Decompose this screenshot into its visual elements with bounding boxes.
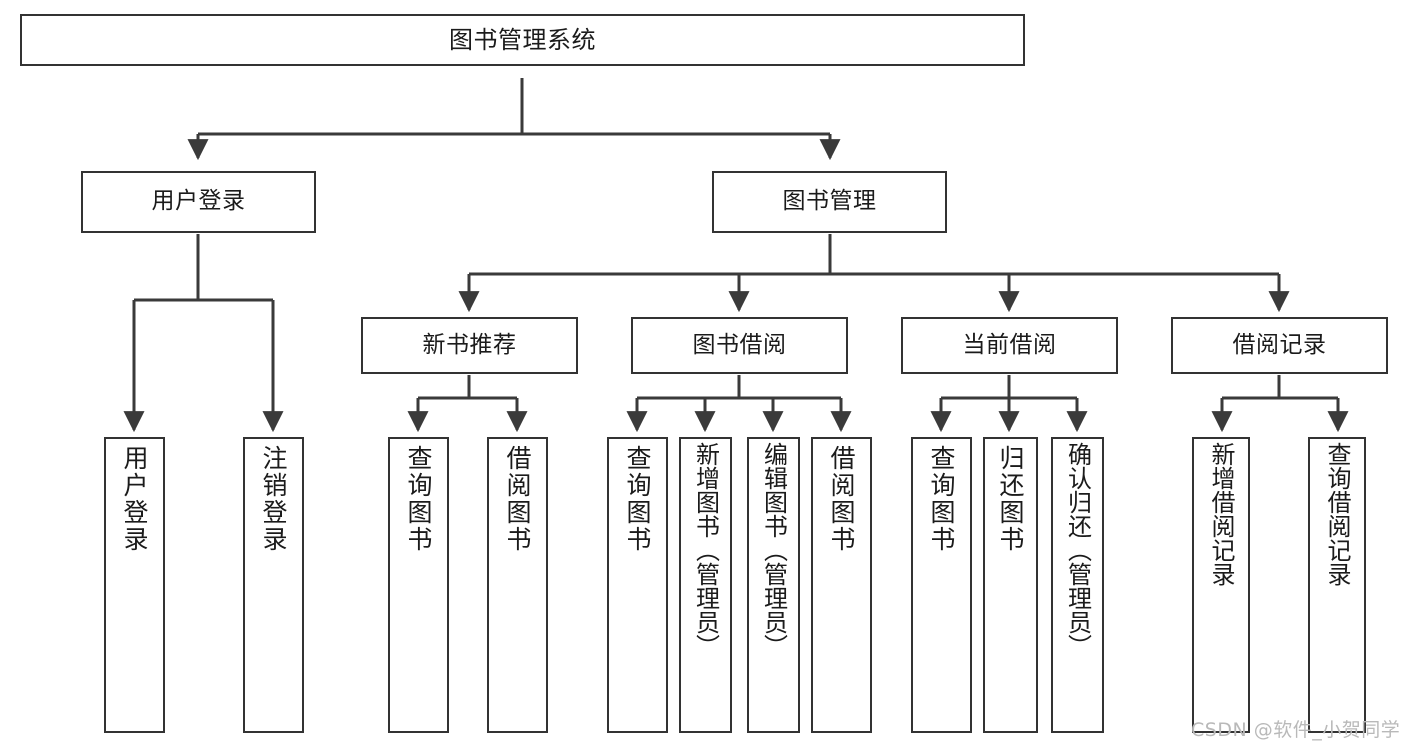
leaf-user-login[interactable]: 用户登录 — [104, 437, 165, 733]
leaf-query-borrow-record[interactable]: 查询借阅记录 — [1308, 437, 1366, 733]
node-label: 新书推荐 — [422, 331, 517, 358]
node-borrow-record[interactable]: 借阅记录 — [1171, 317, 1388, 374]
node-user-login[interactable]: 用户登录 — [81, 171, 316, 233]
leaf-add-book-admin[interactable]: 新增图书（管理员） — [679, 437, 732, 733]
leaf-add-borrow-record[interactable]: 新增借阅记录 — [1192, 437, 1250, 733]
node-label: 借阅图书 — [827, 445, 856, 553]
node-label: 当前借阅 — [962, 331, 1057, 358]
leaf-edit-book-admin[interactable]: 编辑图书（管理员） — [747, 437, 800, 733]
node-label: 确认归还（管理员） — [1063, 442, 1092, 658]
node-label: 图书管理系统 — [449, 25, 596, 54]
node-label: 借阅图书 — [503, 445, 532, 553]
leaf-confirm-return-admin[interactable]: 确认归还（管理员） — [1051, 437, 1104, 733]
node-label: 查询图书 — [404, 445, 433, 553]
node-label: 图书借阅 — [692, 331, 787, 358]
node-label: 查询图书 — [927, 445, 956, 553]
csdn-watermark: CSDN @软件_小贺同学 — [1191, 719, 1401, 741]
leaf-borrow-book[interactable]: 借阅图书 — [811, 437, 872, 733]
node-book-management[interactable]: 图书管理 — [712, 171, 947, 233]
node-label: 归还图书 — [996, 445, 1025, 553]
node-label: 图书管理 — [782, 188, 877, 215]
node-label: 查询借阅记录 — [1323, 442, 1351, 586]
leaf-query-book-borrow[interactable]: 查询图书 — [607, 437, 668, 733]
node-label: 查询图书 — [623, 445, 652, 553]
node-label: 编辑图书（管理员） — [759, 442, 788, 658]
leaf-query-book-current[interactable]: 查询图书 — [911, 437, 972, 733]
node-label: 新增图书（管理员） — [691, 442, 720, 658]
node-label: 用户登录 — [120, 445, 149, 553]
leaf-logout-login[interactable]: 注销登录 — [243, 437, 304, 733]
node-book-borrow[interactable]: 图书借阅 — [631, 317, 848, 374]
leaf-query-book-recommend[interactable]: 查询图书 — [388, 437, 449, 733]
node-label: 新增借阅记录 — [1207, 442, 1235, 586]
leaf-borrow-book-recommend[interactable]: 借阅图书 — [487, 437, 548, 733]
node-label: 注销登录 — [259, 445, 288, 553]
leaf-return-book[interactable]: 归还图书 — [983, 437, 1038, 733]
node-new-book-recommend[interactable]: 新书推荐 — [361, 317, 578, 374]
node-label: 借阅记录 — [1232, 331, 1327, 358]
node-current-borrow[interactable]: 当前借阅 — [901, 317, 1118, 374]
node-label: 用户登录 — [151, 188, 246, 215]
node-root-book-management-system[interactable]: 图书管理系统 — [20, 14, 1025, 66]
